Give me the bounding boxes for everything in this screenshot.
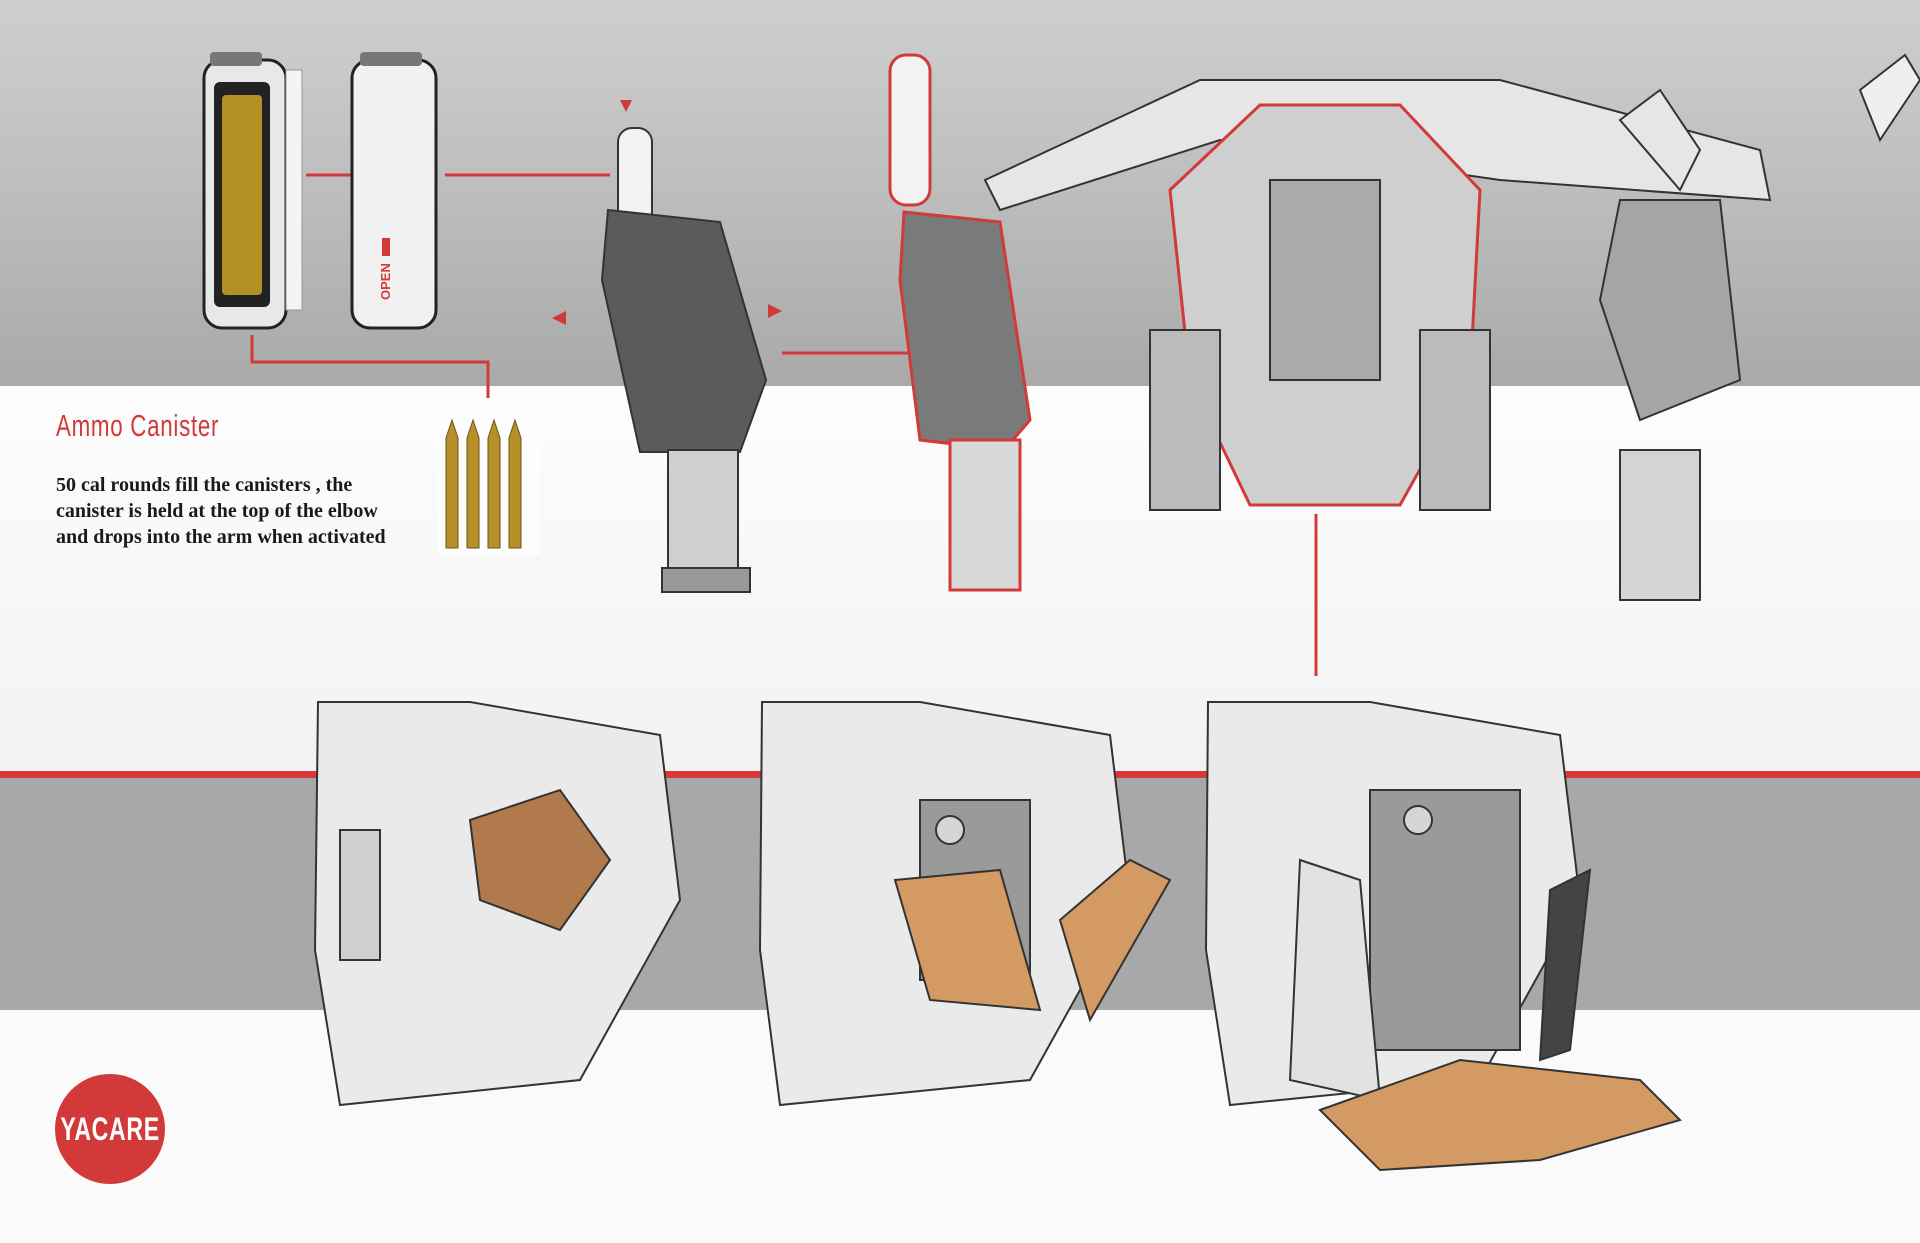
mech-front-view	[983, 53, 1920, 601]
bullets-photo	[438, 413, 540, 555]
ammo-canister-description: 50 cal rounds fill the canisters , the c…	[56, 472, 386, 550]
mech-arm-outlined-view	[888, 53, 1032, 592]
cockpit-opening	[758, 701, 1172, 1107]
callout-lines	[250, 173, 1318, 676]
ammo-canister-title: Ammo Canister	[56, 408, 220, 443]
cockpit-open	[1204, 701, 1682, 1172]
description-line: canister is held at the top of the elbow	[56, 500, 378, 522]
open-label: OPEN	[378, 263, 393, 300]
yacare-logo: YACARE	[55, 1074, 165, 1184]
ammo-canister-open	[202, 52, 303, 330]
ammo-canister-closed: OPEN	[350, 52, 438, 330]
cockpit-closed	[313, 701, 682, 1107]
description-line: and drops into the arm when activated	[56, 526, 386, 548]
logo-text: YACARE	[60, 1110, 160, 1147]
description-line: 50 cal rounds fill the canisters , the	[56, 474, 353, 496]
mech-arm-view	[600, 127, 768, 593]
